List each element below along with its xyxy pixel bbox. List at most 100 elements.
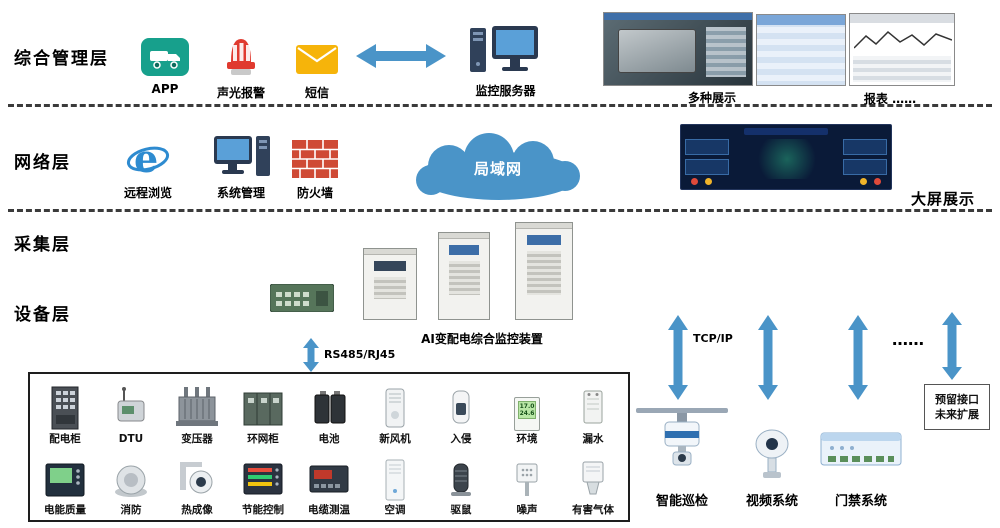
rodent-repeller-icon xyxy=(451,463,471,496)
big-screen-panel xyxy=(685,159,729,175)
screenshot-side-panel xyxy=(706,27,746,77)
environment-sensor-icon: 17.0 24.6 xyxy=(514,397,540,431)
computer-icon xyxy=(214,136,270,176)
transformer-icon xyxy=(176,387,218,426)
rs485-label: RS485/RJ45 xyxy=(324,348,396,361)
report-label: 报表 …… xyxy=(863,92,917,106)
device-label: 驱鼠 xyxy=(450,504,472,516)
cabinet-tall-icon xyxy=(515,222,573,320)
device-label: 电池 xyxy=(318,433,340,445)
big-screen-gauge-red xyxy=(874,178,881,185)
cabinet-top xyxy=(439,233,489,239)
layer-label-network: 网络层 xyxy=(14,153,71,173)
cabinet-vents xyxy=(448,261,480,295)
rs485-double-arrow-icon xyxy=(303,338,319,372)
report-screenshot xyxy=(849,13,955,86)
device-cell: 驱鼠 xyxy=(428,447,494,518)
big-screen-gauge-yellow xyxy=(705,178,712,185)
env-value-2: 24.6 xyxy=(519,410,535,417)
rail-robot-icon xyxy=(636,408,728,466)
device-label: 消防 xyxy=(120,504,142,516)
device-cell: 空调 xyxy=(362,447,428,518)
tcpip-arrow-icon xyxy=(942,312,962,380)
device-cell: 热成像 xyxy=(164,447,230,518)
smoke-detector-icon xyxy=(115,465,147,497)
tcpip-label: TCP/IP xyxy=(693,332,733,345)
tcpip-arrow-icon xyxy=(758,315,778,400)
double-arrow-icon xyxy=(356,44,446,68)
ie-browser-icon: e xyxy=(126,136,170,181)
cabinet-vents xyxy=(373,277,407,299)
intrusion-sensor-icon xyxy=(452,390,470,424)
report-header xyxy=(850,14,954,23)
monitor-tower-icon xyxy=(470,26,538,72)
env-value-1: 17.0 xyxy=(519,403,535,410)
device-cell: 电能质量 xyxy=(32,447,98,518)
cabinet-top xyxy=(516,223,572,229)
distribution-cabinet-icon xyxy=(51,386,79,430)
layer-label-management: 综合管理层 xyxy=(14,49,109,69)
screenshot-table-header xyxy=(757,15,845,25)
device-grid-box: 配电柜 DTU 变压器 xyxy=(28,372,630,522)
device-cell: DTU xyxy=(98,376,164,447)
envelope-icon xyxy=(296,45,338,74)
device-label: 空调 xyxy=(384,504,406,516)
device-cell: 节能控制 xyxy=(230,447,296,518)
big-screen-gauge-red xyxy=(691,178,698,185)
arrows-ellipsis: …… xyxy=(892,330,924,349)
device-cell: 配电柜 xyxy=(32,376,98,447)
energy-controller-icon xyxy=(243,463,283,495)
big-screen-map xyxy=(751,139,823,179)
tcpip-arrow-icon xyxy=(848,315,868,400)
lan-cloud-label: 局域网 xyxy=(473,160,522,178)
big-screen-panel xyxy=(685,139,729,155)
big-screen-panel xyxy=(843,159,887,175)
air-conditioner-icon xyxy=(385,459,405,501)
display-screenshot-1 xyxy=(603,12,753,86)
brick-wall-icon xyxy=(292,140,338,178)
screenshot-device-photo xyxy=(618,29,696,73)
separator-network-collection xyxy=(8,209,992,212)
cabinet-medium-icon xyxy=(438,232,490,320)
device-label: 有害气体 xyxy=(572,504,614,516)
screenshot-titlebar xyxy=(604,13,752,20)
device-label: 环境 xyxy=(516,433,538,445)
ai-device-label: AI变配电综合监控装置 xyxy=(421,332,543,346)
reserved-interface-box: 预留接口 未来扩展 xyxy=(924,384,990,430)
cable-temp-icon xyxy=(309,465,349,493)
patrol-label: 智能巡检 xyxy=(655,494,708,509)
device-cell: 环网柜 xyxy=(230,376,296,447)
device-label: 新风机 xyxy=(379,433,411,445)
cabinet-small-icon xyxy=(363,248,417,320)
ring-cabinet-icon xyxy=(243,392,283,426)
video-label: 视频系统 xyxy=(745,494,798,509)
app-label: APP xyxy=(151,82,179,96)
system-manage-label: 系统管理 xyxy=(216,186,265,200)
cabinet-screen xyxy=(527,235,561,245)
reserved-line-2: 未来扩展 xyxy=(935,408,979,421)
gas-sensor-icon xyxy=(582,461,604,495)
device-cell: 17.0 24.6 环境 xyxy=(494,376,560,447)
access-controller-icon xyxy=(820,432,902,466)
noise-sensor-icon xyxy=(516,463,538,496)
big-screen-image xyxy=(680,124,892,190)
reserved-line-1: 预留接口 xyxy=(935,393,979,406)
remote-browse-label: 远程浏览 xyxy=(123,186,172,200)
cabinet-screen xyxy=(374,261,406,271)
power-quality-meter-icon xyxy=(45,463,85,497)
device-cell: 消防 xyxy=(98,447,164,518)
device-label: 漏水 xyxy=(582,433,604,445)
separator-management-network xyxy=(8,104,992,107)
fresh-air-unit-icon xyxy=(385,388,405,428)
big-screen-title-bar xyxy=(744,128,828,135)
cabinet-top xyxy=(364,249,416,255)
thermal-camera-icon xyxy=(180,462,213,494)
device-label: 变压器 xyxy=(181,433,213,445)
big-screen-gauge-yellow xyxy=(860,178,867,185)
siren-icon xyxy=(227,39,255,75)
device-cell: 电缆测温 xyxy=(296,447,362,518)
firewall-label: 防火墙 xyxy=(296,186,333,200)
svg-text:e: e xyxy=(134,136,158,181)
device-label: 配电柜 xyxy=(49,433,81,445)
device-cell: 漏水 xyxy=(560,376,626,447)
